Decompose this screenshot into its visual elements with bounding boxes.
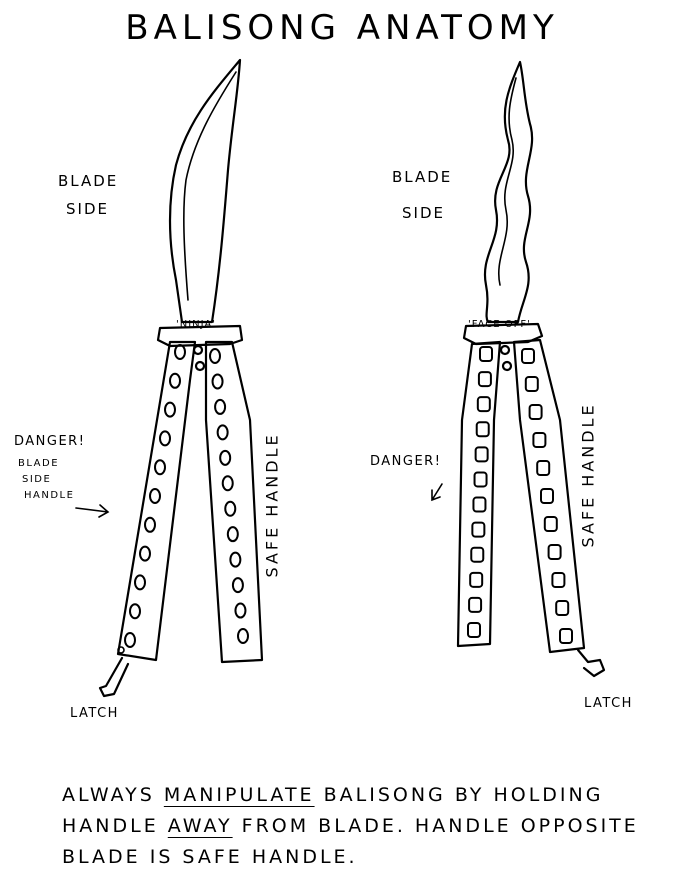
right-pivot-pin bbox=[499, 344, 511, 356]
right-blade-side-label-line1: Blade bbox=[392, 168, 453, 186]
left-latch-pin bbox=[117, 646, 125, 654]
right-safe-handle bbox=[512, 338, 586, 654]
right-latch-label: Latch bbox=[584, 696, 633, 711]
left-blade-side-handle-hole bbox=[134, 574, 146, 591]
left-safe-handle-hole bbox=[224, 500, 237, 517]
right-danger-arrow bbox=[431, 483, 443, 502]
right-danger-label: Danger! bbox=[370, 454, 442, 469]
left-pivot-pin-2 bbox=[194, 360, 206, 372]
left-blade-side-handle-hole bbox=[154, 459, 166, 476]
right-safe-handle-hole bbox=[540, 488, 554, 504]
right-balisong-knife bbox=[456, 60, 606, 678]
safety-note-line2: Handle Away From Blade. Handle opposite bbox=[62, 815, 639, 837]
left-balisong-knife bbox=[98, 58, 264, 698]
left-blade-side-handle-hole bbox=[174, 344, 186, 360]
right-safe-handle-hole bbox=[532, 432, 547, 448]
right-safe-handle-hole bbox=[543, 516, 558, 532]
left-safe-handle-hole bbox=[211, 373, 224, 390]
right-tang-label: 'Face Off' bbox=[468, 319, 531, 330]
right-blade-side-label-line2: Side bbox=[402, 204, 445, 222]
left-safe-handle-hole bbox=[229, 551, 242, 568]
left-danger-arrow bbox=[75, 504, 110, 518]
left-blade-outline bbox=[168, 58, 242, 324]
left-tang-label: 'Ninja' bbox=[176, 319, 217, 330]
left-blade-side-handle-hole bbox=[149, 488, 161, 504]
left-safe-handle-hole bbox=[231, 577, 244, 594]
left-tang bbox=[156, 324, 244, 348]
underlined-manipulate: Manipulate bbox=[163, 784, 315, 806]
right-blade-side-handle bbox=[456, 340, 502, 648]
right-latch bbox=[576, 648, 606, 678]
right-blade-side-handle-hole bbox=[472, 496, 487, 513]
left-danger-sub-line1: Blade bbox=[18, 458, 60, 469]
left-blade-edge-line bbox=[183, 71, 237, 301]
left-safe-handle-hole bbox=[234, 602, 247, 619]
left-blade-side-handle-hole bbox=[144, 516, 156, 533]
right-blade-side-handle-hole bbox=[467, 622, 481, 638]
right-blade-side-handle-hole bbox=[475, 421, 490, 438]
right-safe-handle-hole bbox=[521, 348, 535, 364]
right-safe-handle-hole bbox=[559, 628, 573, 644]
diagram-title: Balisong Anatomy bbox=[125, 8, 559, 48]
left-danger-label: Danger! bbox=[14, 434, 86, 449]
left-blade-side-handle-hole bbox=[169, 372, 181, 389]
right-safe-handle-hole bbox=[524, 376, 539, 392]
right-blade-side-handle-hole bbox=[469, 571, 484, 588]
left-latch bbox=[98, 656, 130, 698]
left-blade-side-label-line2: Side bbox=[66, 200, 109, 218]
left-safe-handle-hole bbox=[216, 424, 229, 441]
left-safe-handle-hole bbox=[214, 398, 227, 415]
right-safe-handle-hole bbox=[528, 404, 543, 420]
left-blade-side-handle-hole bbox=[139, 545, 151, 562]
right-safe-handle-hole bbox=[547, 544, 562, 560]
left-safe-handle-hole bbox=[209, 348, 221, 364]
right-blade-side-handle-hole bbox=[474, 446, 489, 463]
right-blade-side-handle-hole bbox=[477, 371, 492, 388]
left-safe-handle bbox=[204, 340, 264, 664]
left-blade-side-handle-hole bbox=[129, 603, 141, 620]
left-latch-label: Latch bbox=[70, 706, 119, 721]
right-blade-side-handle-hole bbox=[476, 396, 491, 413]
safety-note-line1: Always Manipulate Balisong by Holding bbox=[62, 784, 604, 806]
left-blade-side-handle bbox=[116, 340, 197, 662]
right-safe-handle-hole bbox=[551, 572, 566, 588]
left-blade-side-handle-hole bbox=[164, 401, 176, 418]
left-danger-sub-line2: Side bbox=[22, 474, 52, 485]
left-blade-side-handle-hole bbox=[124, 632, 136, 648]
right-blade-side-handle-hole bbox=[468, 596, 483, 613]
left-blade-side-handle-hole bbox=[159, 430, 171, 447]
right-safe-handle-hole bbox=[536, 460, 551, 476]
right-blade-edge-line bbox=[498, 77, 517, 286]
right-blade-side-handle-hole bbox=[470, 546, 485, 563]
left-blade-side-label-line1: Blade bbox=[58, 172, 119, 190]
left-safe-handle-hole bbox=[237, 628, 249, 644]
right-blade-side-handle-hole bbox=[473, 471, 488, 488]
left-safe-handle-hole bbox=[226, 526, 239, 543]
underlined-away: Away bbox=[167, 815, 233, 837]
right-blade-side-handle-hole bbox=[471, 521, 486, 538]
left-safe-handle-hole bbox=[221, 475, 234, 492]
left-safe-handle-hole bbox=[219, 449, 232, 466]
safety-note: Always Manipulate Balisong by Holding Ha… bbox=[62, 780, 639, 873]
right-blade-side-handle-hole bbox=[479, 346, 493, 362]
right-blade-outline bbox=[483, 60, 534, 324]
safety-note-line3: Blade is Safe Handle. bbox=[62, 846, 358, 868]
right-safe-handle-hole bbox=[555, 600, 570, 616]
left-danger-sub-line3: Handle bbox=[24, 490, 75, 501]
right-pivot-pin-2 bbox=[501, 360, 513, 372]
